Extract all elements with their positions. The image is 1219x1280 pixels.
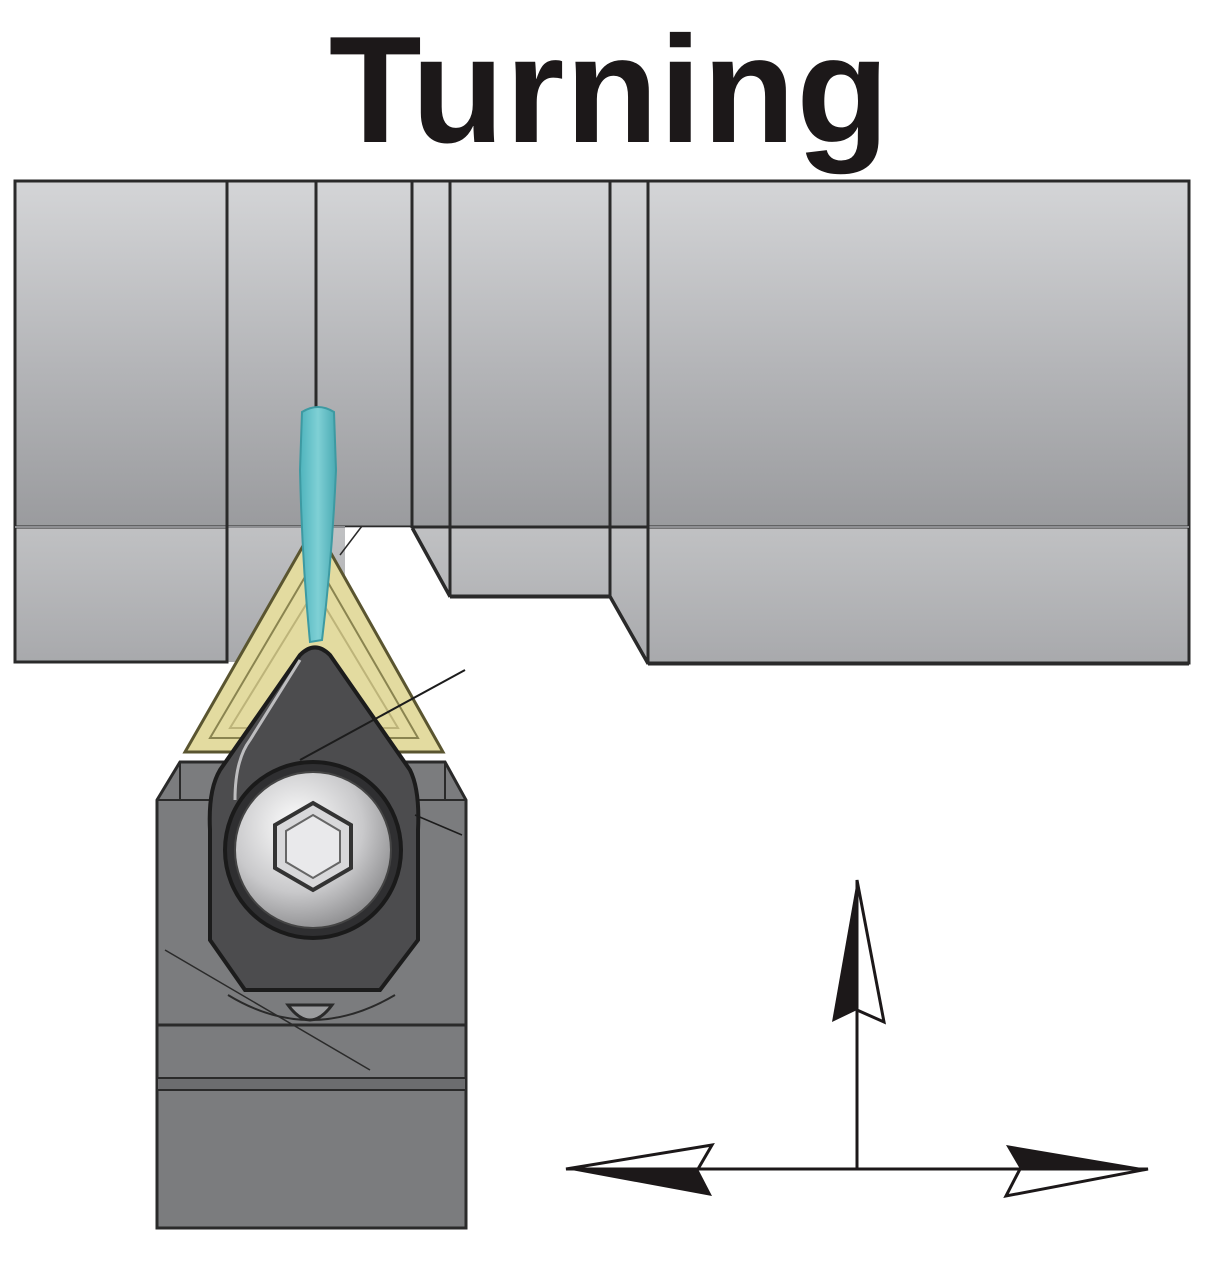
diagram-title: Turning (328, 5, 891, 175)
hex-socket-screw-icon (223, 760, 403, 940)
three-direction-arrows-icon (565, 879, 1149, 1199)
chip (298, 406, 363, 644)
workpiece (13, 179, 1191, 666)
